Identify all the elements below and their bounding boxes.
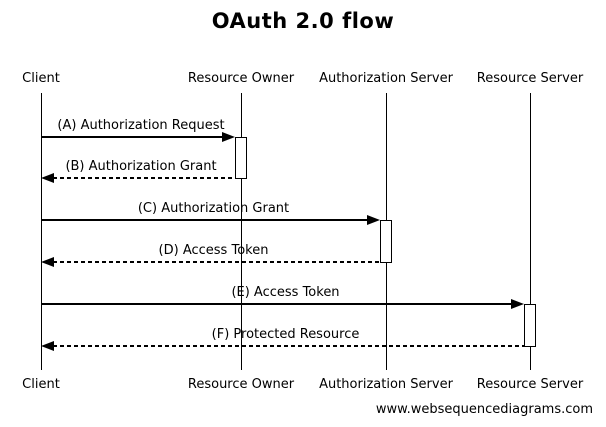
activation-box-authorization-server	[380, 220, 392, 263]
message-f-protected-resource-arrowhead-icon	[41, 341, 54, 351]
lifeline-resource-owner	[241, 93, 242, 370]
message-b-authorization-grant-line	[53, 177, 235, 179]
activation-box-resource-owner	[235, 137, 247, 179]
message-c-authorization-grant-arrowhead-icon	[367, 215, 380, 225]
actor-label-bottom-resource-server: Resource Server	[476, 377, 584, 392]
actor-label-top-resource-server: Resource Server	[476, 71, 584, 86]
message-a-authorization-request-label: (A) Authorization Request	[57, 118, 225, 133]
message-e-access-token-line	[41, 303, 513, 305]
message-e-access-token-label: (E) Access Token	[231, 285, 340, 300]
message-f-protected-resource-line	[53, 345, 524, 347]
diagram-title: OAuth 2.0 flow	[211, 9, 395, 33]
actor-label-top-resource-owner: Resource Owner	[187, 71, 295, 86]
message-b-authorization-grant-arrowhead-icon	[41, 173, 54, 183]
lifeline-resource-server	[530, 93, 531, 370]
message-d-access-token-label: (D) Access Token	[158, 243, 269, 258]
actor-label-top-authorization-server: Authorization Server	[319, 71, 453, 86]
message-f-protected-resource-label: (F) Protected Resource	[211, 327, 360, 342]
activation-box-resource-server	[524, 304, 536, 347]
lifeline-client	[41, 93, 42, 370]
message-c-authorization-grant-line	[41, 219, 369, 221]
watermark-link: www.websequencediagrams.com	[375, 402, 593, 417]
message-d-access-token-arrowhead-icon	[41, 257, 54, 267]
actor-label-bottom-resource-owner: Resource Owner	[187, 377, 295, 392]
actor-label-bottom-authorization-server: Authorization Server	[319, 377, 453, 392]
message-b-authorization-grant-label: (B) Authorization Grant	[65, 159, 217, 174]
message-a-authorization-request-line	[41, 136, 224, 138]
message-e-access-token-arrowhead-icon	[511, 299, 524, 309]
message-c-authorization-grant-label: (C) Authorization Grant	[137, 201, 290, 216]
message-d-access-token-line	[53, 261, 380, 263]
actor-label-bottom-client: Client	[22, 377, 60, 392]
actor-label-top-client: Client	[22, 71, 60, 86]
message-a-authorization-request-arrowhead-icon	[222, 132, 235, 142]
